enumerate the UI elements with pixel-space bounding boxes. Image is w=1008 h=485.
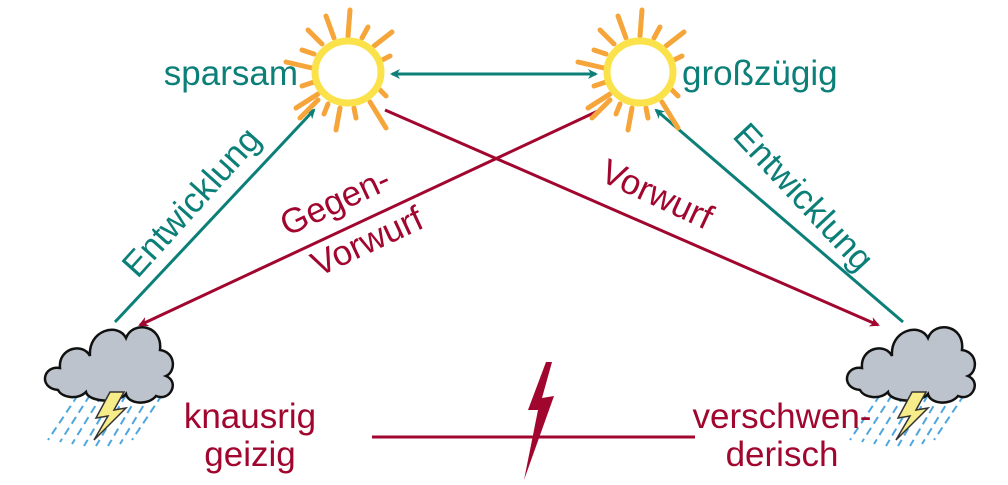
label-sparsam: sparsam xyxy=(164,54,298,93)
lightning-icon xyxy=(524,362,554,480)
storm-cloud-icon xyxy=(43,325,175,448)
sun-icon xyxy=(286,10,392,130)
development-arrow-right xyxy=(654,108,904,324)
reproach-arrow xyxy=(384,108,880,327)
label-verschwen: verschwen- xyxy=(693,397,872,436)
development-arrow-left xyxy=(113,108,316,324)
label-development-left: Entwicklung xyxy=(114,120,268,285)
label-development-right: Entwicklung xyxy=(725,116,881,279)
label-grosszuegig: großzügig xyxy=(682,54,838,93)
label-geizig: geizig xyxy=(204,435,295,474)
label-derisch: derisch xyxy=(726,435,839,474)
counter-reproach-arrow xyxy=(138,108,601,327)
label-knausrig: knausrig xyxy=(184,397,316,436)
label-reproach: Vorwurf xyxy=(595,152,719,238)
